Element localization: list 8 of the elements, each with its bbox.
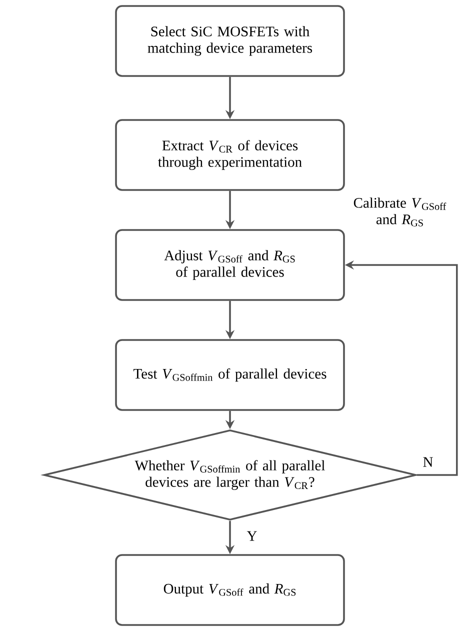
process-box: Extract V$_{CR}$ of devices through experimentation — [115, 119, 345, 191]
edge-label: Calibrate V$_{GSoff}$ and R$_{GS}$ — [343, 196, 457, 228]
process-box: Output V$_{GSoff}$ and R$_{GS}$ — [115, 554, 345, 626]
branch-label: N — [423, 457, 433, 467]
process-box: Adjust V$_{GSoff}$ and R$_{GS}$ of parallel devices — [115, 229, 345, 301]
edge-label: Y — [241, 530, 263, 542]
process-box: Select SiC MOSFETs with matching device parameters — [115, 5, 345, 77]
process-box: Test V$_{GSoffmin}$ of parallel devices — [115, 339, 345, 411]
